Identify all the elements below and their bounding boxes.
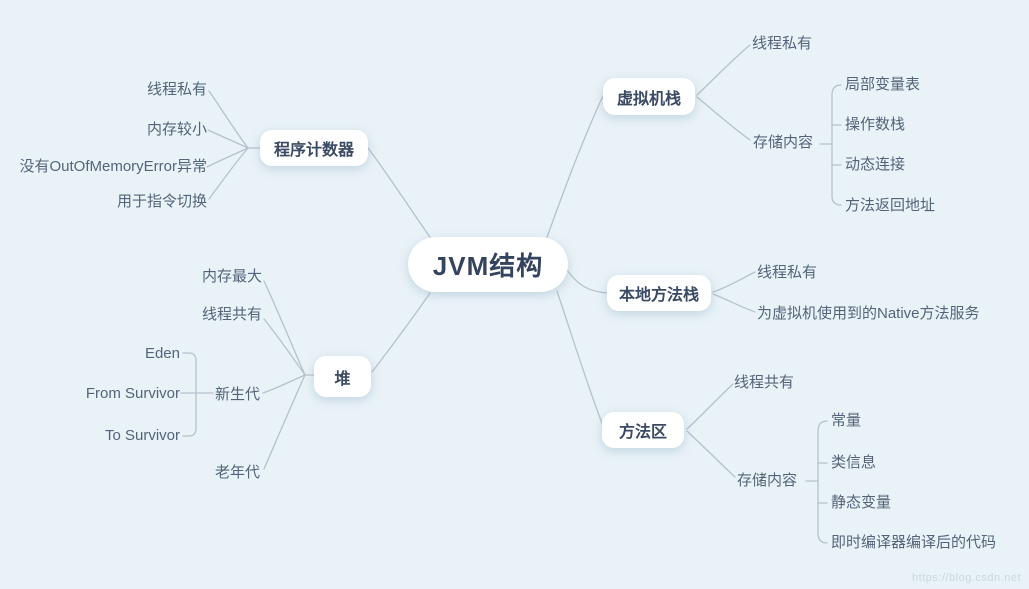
leaf-heap-thread-shared[interactable]: 线程共有 xyxy=(201,306,262,323)
leaf-pc-instruction-switch[interactable]: 用于指令切换 xyxy=(116,193,207,210)
leaf-young-gen-from-survivor[interactable]: From Survivor xyxy=(85,385,180,402)
leaf-native-serves-native-methods[interactable]: 为虚拟机使用到的Native方法服务 xyxy=(757,305,980,322)
watermark: https://blog.csdn.net xyxy=(912,572,1021,584)
leaf-heap-max-memory[interactable]: 内存最大 xyxy=(201,268,262,285)
leaf-pc-small-memory[interactable]: 内存较小 xyxy=(146,121,207,138)
root-node-jvm-structure[interactable]: JVM结构 xyxy=(408,237,568,292)
leaf-method-constants[interactable]: 常量 xyxy=(831,412,862,429)
leaf-native-thread-private[interactable]: 线程私有 xyxy=(757,264,818,281)
leaf-vmstack-operand-stack[interactable]: 操作数栈 xyxy=(845,116,906,133)
leaf-vmstack-return-address[interactable]: 方法返回地址 xyxy=(845,197,936,214)
leaf-vmstack-thread-private[interactable]: 线程私有 xyxy=(752,35,813,52)
leaf-vmstack-dynamic-linking[interactable]: 动态连接 xyxy=(845,156,906,173)
leaf-pc-thread-private[interactable]: 线程私有 xyxy=(146,81,207,98)
leaf-heap-young-generation[interactable]: 新生代 xyxy=(214,386,260,403)
leaf-young-gen-eden[interactable]: Eden xyxy=(144,345,180,362)
leaf-pc-no-oom-error[interactable]: 没有OutOfMemoryError异常 xyxy=(19,158,207,175)
branch-node-vm-stack[interactable]: 虚拟机栈 xyxy=(603,78,695,115)
leaf-method-class-info[interactable]: 类信息 xyxy=(831,454,877,471)
branch-node-program-counter[interactable]: 程序计数器 xyxy=(260,130,368,166)
branch-node-method-area[interactable]: 方法区 xyxy=(602,412,684,448)
leaf-method-static-variables[interactable]: 静态变量 xyxy=(831,494,892,511)
branch-node-heap[interactable]: 堆 xyxy=(314,356,371,397)
leaf-method-jit-compiled-code[interactable]: 即时编译器编译后的代码 xyxy=(831,534,997,551)
leaf-young-gen-to-survivor[interactable]: To Survivor xyxy=(104,427,180,444)
leaf-heap-old-generation[interactable]: 老年代 xyxy=(214,464,260,481)
leaf-vmstack-storage-content[interactable]: 存储内容 xyxy=(753,134,814,151)
branch-node-native-method-stack[interactable]: 本地方法栈 xyxy=(607,275,711,311)
leaf-vmstack-local-variable-table[interactable]: 局部变量表 xyxy=(845,76,921,93)
leaf-method-storage-content[interactable]: 存储内容 xyxy=(737,472,798,489)
leaf-method-thread-shared[interactable]: 线程共有 xyxy=(734,374,795,391)
